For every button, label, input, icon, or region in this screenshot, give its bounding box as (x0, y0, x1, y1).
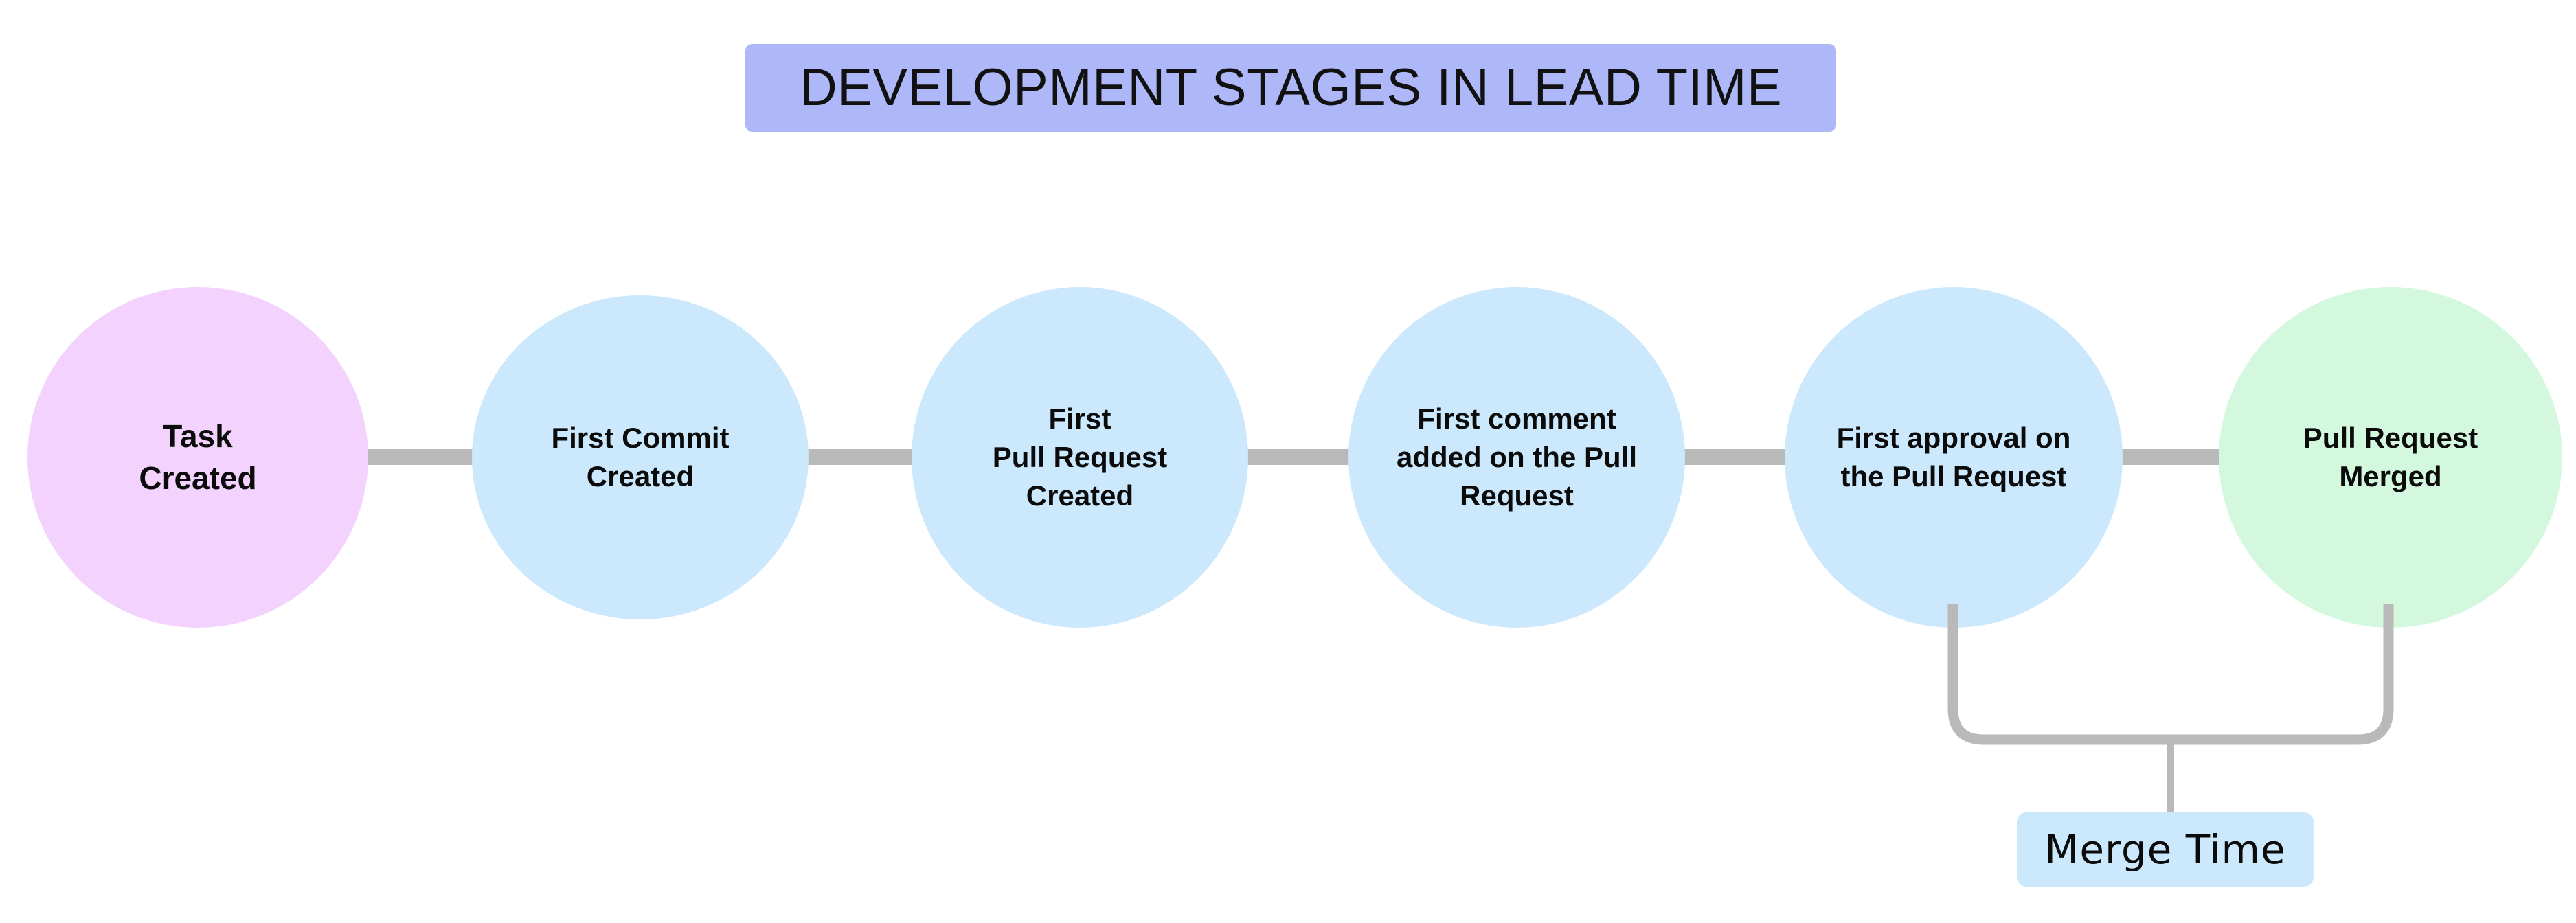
stage-node-pull-request-merged[interactable]: Pull Request Merged (2219, 287, 2562, 628)
connector-3-4 (1245, 449, 1352, 465)
merge-time-bracket-rail (1947, 604, 2394, 745)
stage-node-first-pull-request-created[interactable]: First Pull Request Created (912, 287, 1248, 628)
merge-time-label: Merge Time (2044, 826, 2286, 873)
stage-label-first-comment-added: First comment added on the Pull Request (1396, 402, 1637, 512)
diagram-title-banner: DEVELOPMENT STAGES IN LEAD TIME (745, 44, 1836, 132)
merge-time-label-chip[interactable]: Merge Time (2017, 812, 2314, 887)
connector-5-6 (2119, 449, 2222, 465)
merge-time-bracket (1947, 604, 2394, 819)
stage-node-first-approval[interactable]: First approval on the Pull Request (1785, 287, 2123, 628)
stage-label-first-commit-created: First Commit Created (551, 422, 730, 492)
connector-1-2 (364, 449, 475, 465)
stage-label-first-pull-request-created: First Pull Request Created (992, 402, 1168, 512)
stage-node-first-commit-created[interactable]: First Commit Created (472, 295, 809, 619)
connector-4-5 (1682, 449, 1788, 465)
connector-2-3 (805, 449, 915, 465)
stage-label-first-approval: First approval on the Pull Request (1836, 422, 2071, 492)
stage-label-pull-request-merged: Pull Request Merged (2303, 422, 2478, 492)
stage-node-first-comment-added[interactable]: First comment added on the Pull Request (1348, 287, 1685, 628)
stage-label-task-created: Task Created (139, 418, 257, 496)
stage-node-task-created[interactable]: Task Created (27, 287, 368, 628)
page-title: DEVELOPMENT STAGES IN LEAD TIME (799, 58, 1783, 117)
